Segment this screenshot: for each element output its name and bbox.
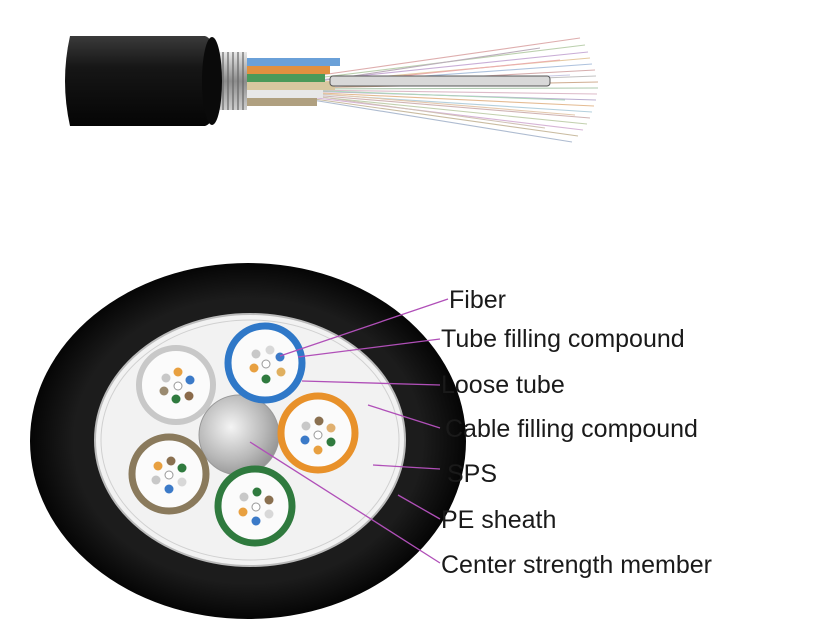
- cable-cross-section: [30, 263, 466, 619]
- cable-side-view: [65, 36, 599, 143]
- label-fiber: Fiber: [449, 286, 506, 314]
- center-member-side: [329, 75, 551, 87]
- loose-tube-orange: [277, 392, 359, 474]
- leader-lines: [249, 298, 449, 564]
- leader-loose-tube: [301, 380, 441, 386]
- outer-jacket: [65, 36, 218, 126]
- labels: Fiber Tube filling compound Loose tube C…: [441, 286, 712, 579]
- loose-tube-white: [136, 345, 216, 425]
- leader-pe-sheath: [397, 494, 441, 520]
- label-center-strength-member: Center strength member: [441, 551, 712, 579]
- label-pe-sheath: PE sheath: [441, 506, 556, 534]
- leader-tube-filling: [297, 338, 441, 358]
- leader-cable-filling: [367, 404, 441, 429]
- label-sps: SPS: [447, 460, 497, 488]
- label-cable-filling-compound: Cable filling compound: [445, 415, 698, 443]
- loose-tubes-side: [245, 58, 340, 106]
- jacket-end: [202, 37, 222, 125]
- leader-fiber: [279, 298, 449, 357]
- loose-tube-blue: [224, 322, 306, 404]
- fiber-strands: [299, 37, 599, 143]
- center-strength-member: [198, 394, 280, 476]
- leader-center-member: [249, 441, 441, 564]
- label-tube-filling-compound: Tube filling compound: [441, 325, 685, 353]
- loose-tube-green: [214, 465, 296, 547]
- sps-inner-line: [100, 319, 400, 561]
- leader-sps: [372, 464, 441, 470]
- label-loose-tube: Loose tube: [441, 371, 565, 399]
- loose-tube-brown: [128, 433, 210, 515]
